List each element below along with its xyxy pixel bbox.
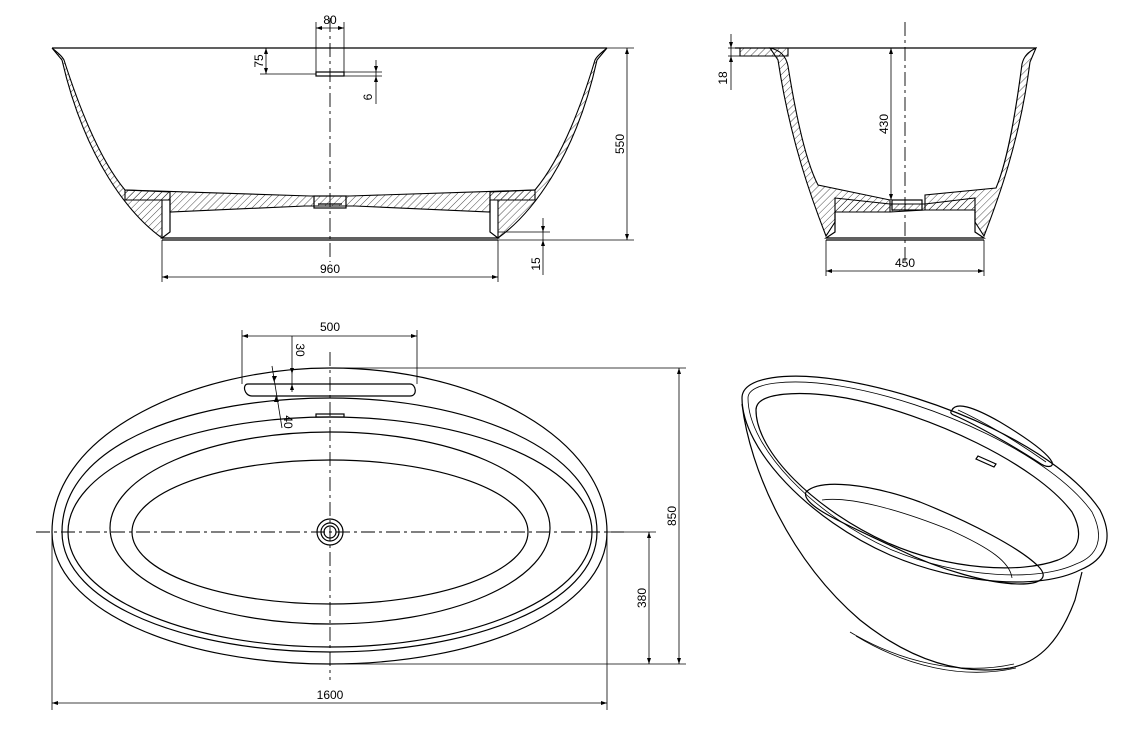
iso-overflow (975, 455, 997, 468)
dim-total-width: 850 (665, 506, 679, 526)
iso-inner-opening (755, 392, 1080, 569)
iso-armrest (950, 405, 1053, 468)
dim-base-height: 15 (529, 257, 543, 271)
dim-total-length: 1600 (317, 688, 344, 702)
end-pedestal (824, 210, 986, 239)
dim-rim-thickness: 18 (716, 71, 730, 85)
iso-body-shell (741, 403, 1083, 671)
dim-armrest-offset: 30 (293, 343, 307, 357)
iso-rim-outer (741, 375, 1108, 583)
dim-end-base-width: 450 (895, 256, 915, 270)
dim-overflow-height: 75 (252, 54, 266, 68)
plan-rim-inner (61, 397, 598, 653)
side-left-wall-section (51, 47, 171, 240)
plan-view: 500 30 40 850 380 1600 (36, 320, 686, 710)
dim-armrest-length: 500 (320, 320, 340, 334)
dim-armrest-width: 40 (281, 415, 295, 429)
end-section-view: 18 430 450 (716, 22, 1038, 276)
isometric-view (741, 375, 1108, 673)
dim-base-width: 960 (320, 262, 340, 276)
side-right-wall-section (489, 47, 608, 240)
dim-inner-depth: 430 (877, 114, 891, 134)
dim-overflow-depth: 6 (361, 93, 375, 100)
side-section-view: 80 75 6 550 15 960 (51, 13, 634, 282)
end-drain (891, 199, 923, 211)
dim-half-width: 380 (635, 588, 649, 608)
dim-total-height: 550 (613, 134, 627, 154)
end-left-wall-section (768, 47, 891, 238)
end-right-wall-section (924, 46, 1038, 238)
plan-armrest (243, 383, 416, 397)
iso-basin-floor (805, 483, 1044, 585)
dim-overflow-width: 80 (323, 13, 337, 27)
